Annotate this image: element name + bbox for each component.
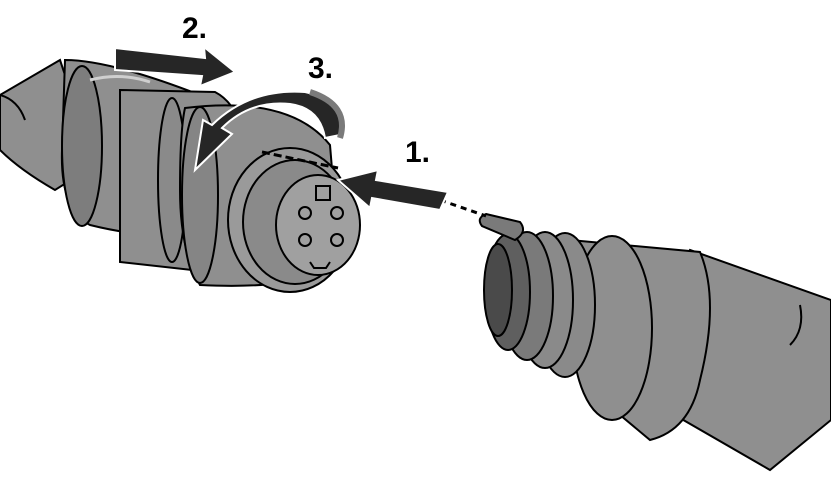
pin-hole — [298, 233, 312, 247]
step-1-label: 1. — [405, 136, 430, 169]
pin-hole — [330, 206, 344, 220]
push-arrow — [114, 44, 237, 88]
step-3-label: 3. — [308, 52, 333, 85]
key-slot — [315, 185, 331, 201]
guide-pin — [478, 212, 525, 242]
connector-socket — [275, 174, 361, 276]
right-cable-assembly — [478, 212, 831, 472]
alignment-mark — [261, 150, 339, 170]
pin-hole — [298, 206, 312, 220]
insert-arrow — [335, 168, 450, 212]
step-2-label: 2. — [182, 12, 207, 45]
left-cable-assembly — [0, 58, 361, 293]
pin-hole — [330, 233, 344, 247]
insertion-guide-line — [439, 198, 487, 218]
